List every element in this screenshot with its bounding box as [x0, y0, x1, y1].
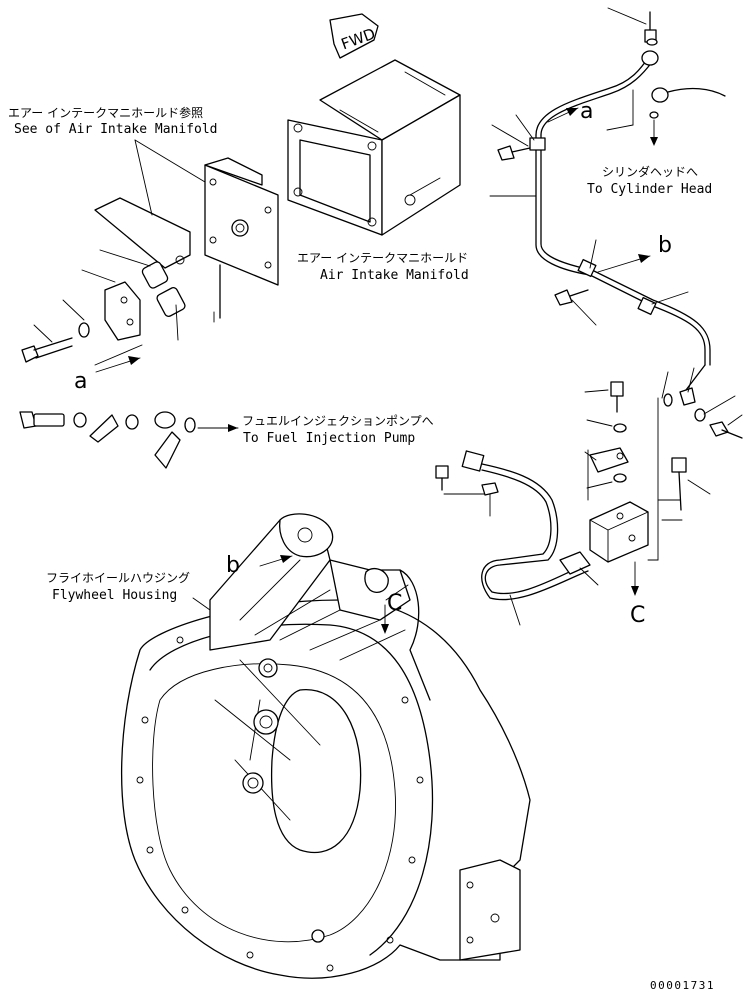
- fuel-pump-fittings: [19, 411, 239, 469]
- drawing-code: 00001731: [650, 979, 715, 992]
- block-assembly: [584, 381, 711, 596]
- cylinder-head-pipe: [497, 7, 743, 439]
- sensor-cable: [435, 450, 599, 626]
- air-intake-ref-en-label: See of Air Intake Manifold: [14, 122, 218, 137]
- ref-a-left-arrowhead: [128, 356, 140, 365]
- fuel-pump-en-label: To Fuel Injection Pump: [243, 431, 415, 446]
- leader-lines-right: [489, 107, 743, 426]
- ref-letter-a-top: a: [580, 99, 593, 124]
- air-intake-jp-label: エアー インテークマニホールド: [297, 251, 468, 265]
- air-intake-en-label: Air Intake Manifold: [320, 268, 469, 283]
- fwd-direction-marker: FWD: [329, 13, 379, 59]
- flywheel-en-label: Flywheel Housing: [52, 588, 177, 603]
- ref-letter-b-right: b: [658, 233, 672, 258]
- ref-letter-c-block: C: [630, 603, 645, 628]
- ref-letter-b-housing: b: [226, 553, 240, 578]
- leader-lines-left: [33, 139, 215, 366]
- air-intake-ref-jp-label: エアー インテークマニホールド参照: [8, 105, 203, 120]
- fuel-pump-jp-label: フュエルインジェクションポンプへ: [242, 414, 434, 428]
- cylinder-head-jp-label: シリンダヘッドへ: [602, 164, 698, 179]
- air-intake-manifold: [287, 59, 461, 236]
- leader-lines-housing: [192, 555, 409, 634]
- intake-plate-assembly: [21, 157, 279, 363]
- ref-letter-a-left: a: [74, 369, 87, 394]
- ref-letter-c-housing: C: [387, 591, 402, 616]
- flywheel-housing: [120, 513, 531, 979]
- flywheel-jp-label: フライホイールハウジング: [46, 571, 190, 585]
- cylinder-head-en-label: To Cylinder Head: [587, 182, 712, 197]
